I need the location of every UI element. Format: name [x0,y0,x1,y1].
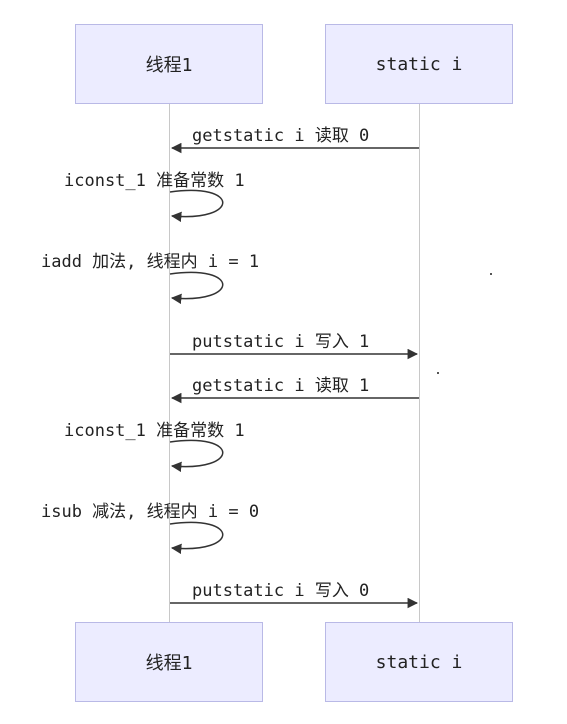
loop-iconst-1 [169,189,224,223]
message-label-isub: isub 减法, 线程内 i = 0 [41,502,260,522]
participant-static-i-top: static i [325,24,513,104]
message-label-iadd: iadd 加法, 线程内 i = 1 [41,252,260,272]
participant-thread-top: 线程1 [75,24,263,104]
participant-static-i-label: static i [375,53,463,75]
message-label-iconst-1: iconst_1 准备常数 1 [64,171,245,191]
message-label-iconst-2: iconst_1 准备常数 1 [64,421,245,441]
loop-iconst-2 [169,439,224,473]
loop-iadd [169,271,224,305]
stray-dot [490,273,492,275]
lifeline-thread [169,104,170,622]
message-label-putstatic-0: putstatic i 写入 0 [192,581,370,601]
participant-static-i-label: static i [375,651,463,673]
message-label-getstatic-0: getstatic i 读取 0 [192,126,370,146]
participant-thread-label: 线程1 [145,55,193,76]
stray-dot [437,372,439,374]
loop-isub [169,521,224,555]
message-label-putstatic-1: putstatic i 写入 1 [192,332,370,352]
participant-thread-label: 线程1 [145,653,193,674]
lifeline-static-i [419,104,420,622]
participant-static-i-bottom: static i [325,622,513,702]
message-label-getstatic-1: getstatic i 读取 1 [192,376,370,396]
participant-thread-bottom: 线程1 [75,622,263,702]
